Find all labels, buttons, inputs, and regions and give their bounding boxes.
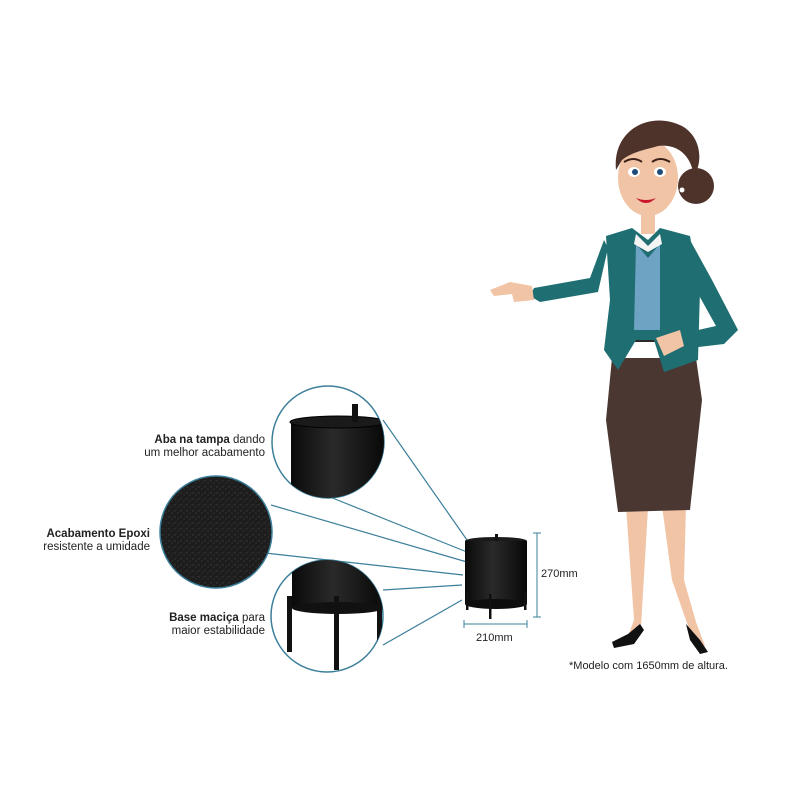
product-planter: [465, 534, 527, 619]
dimension-height: 270mm: [541, 568, 578, 580]
callout-base-bold: Base maciça: [169, 612, 239, 624]
callout-lid: Aba na tampa dando um melhor acabamento: [110, 434, 265, 460]
callout-finish-line2: resistente a umidade: [43, 541, 150, 553]
callout-lid-rest: dando: [229, 434, 265, 446]
callout-base-line2: maior estabilidade: [171, 625, 265, 637]
callout-lid-bold: Aba na tampa: [154, 434, 230, 446]
callout-finish-bold: Acabamento Epoxi: [46, 528, 150, 540]
callout-lines: [264, 419, 468, 646]
dimension-width: 210mm: [476, 632, 513, 644]
callout-base-rest: para: [238, 612, 265, 624]
woman-figure: [490, 120, 738, 654]
callout-finish: Acabamento Epoxi resistente a umidade: [10, 528, 150, 554]
base-detail-circle: [270, 559, 384, 673]
callout-lid-line2: um melhor acabamento: [144, 447, 265, 459]
callout-base: Base maciça para maior estabilidade: [110, 612, 265, 638]
finish-detail-circle: [159, 475, 273, 589]
dimension-lines: [463, 532, 541, 628]
lid-detail-circle: [271, 385, 385, 499]
footnote: *Modelo com 1650mm de altura.: [569, 660, 728, 672]
